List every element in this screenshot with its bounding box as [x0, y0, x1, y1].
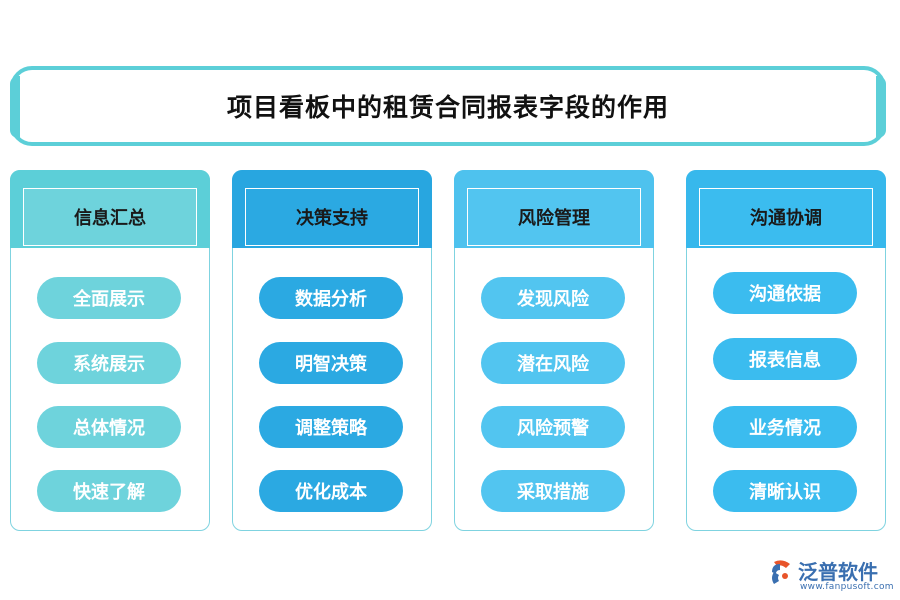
column-communication: 沟通协调 沟通依据 报表信息 业务情况 清晰认识	[686, 170, 886, 531]
list-item: 全面展示	[37, 277, 181, 319]
logo-name: 泛普软件	[798, 560, 878, 584]
list-item: 优化成本	[259, 470, 403, 512]
column-info-summary: 信息汇总 全面展示 系统展示 总体情况 快速了解	[10, 170, 210, 531]
list-item: 采取措施	[481, 470, 625, 512]
column-header-label: 沟通协调	[699, 188, 873, 246]
list-item: 风险预警	[481, 406, 625, 448]
column-risk-management: 风险管理 发现风险 潜在风险 风险预警 采取措施	[454, 170, 654, 531]
list-item: 潜在风险	[481, 342, 625, 384]
column-header-label: 信息汇总	[23, 188, 197, 246]
list-item: 发现风险	[481, 277, 625, 319]
list-item: 业务情况	[713, 406, 857, 448]
list-item: 沟通依据	[713, 272, 857, 314]
list-item: 明智决策	[259, 342, 403, 384]
list-item: 调整策略	[259, 406, 403, 448]
fanpu-logo-icon	[772, 560, 790, 584]
brand-logo: 泛普软件 www.fanpusoft.com	[768, 554, 894, 594]
column-decision-support: 决策支持 数据分析 明智决策 调整策略 优化成本	[232, 170, 432, 531]
list-item: 报表信息	[713, 338, 857, 380]
list-item: 快速了解	[37, 470, 181, 512]
list-item: 数据分析	[259, 277, 403, 319]
column-header-label: 风险管理	[467, 188, 641, 246]
logo-url: www.fanpusoft.com	[800, 582, 894, 592]
title-banner: 项目看板中的租赁合同报表字段的作用	[10, 66, 886, 146]
list-item: 总体情况	[37, 406, 181, 448]
column-header-label: 决策支持	[245, 188, 419, 246]
list-item: 系统展示	[37, 342, 181, 384]
list-item: 清晰认识	[713, 470, 857, 512]
page-title: 项目看板中的租赁合同报表字段的作用	[226, 93, 669, 122]
